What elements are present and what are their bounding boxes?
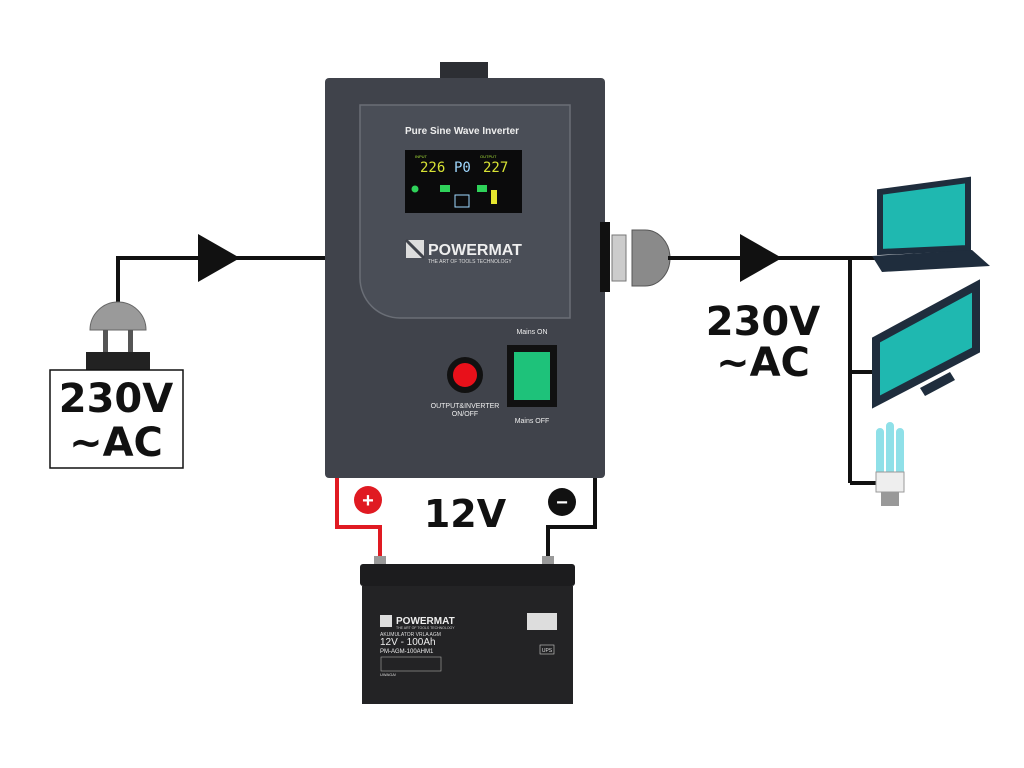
svg-text:−: − (556, 492, 568, 514)
input-plug-icon (86, 301, 150, 370)
inverter-title: Pure Sine Wave Inverter (405, 126, 519, 137)
powermat-logo: POWERMAT THE ART OF TOOLS TECHNOLOGY (404, 238, 522, 265)
output-voltage: 230V (706, 299, 820, 345)
negative-wire (546, 478, 597, 562)
positive-wire (335, 478, 382, 562)
negative-terminal-icon (548, 488, 576, 516)
battery: POWERMAT THE ART OF TOOLS TECHNOLOGY AKU… (360, 556, 575, 704)
svg-text:POWERMAT: POWERMAT (396, 616, 455, 627)
laptop-icon (872, 176, 990, 272)
power-button-label: OUTPUT&INVERTER (431, 403, 500, 410)
lcd-mode: P0 (454, 160, 471, 176)
output-inverter-power-button[interactable] (447, 357, 483, 393)
svg-text:PM-AGM-100AHM1: PM-AGM-100AHM1 (380, 649, 434, 655)
svg-text:12V - 100Ah: 12V - 100Ah (380, 637, 436, 648)
lcd-input-value: 226 (420, 160, 445, 176)
battery-voltage: 12V (424, 492, 507, 536)
svg-text:THE ART OF TOOLS TECHNOLOGY: THE ART OF TOOLS TECHNOLOGY (428, 259, 512, 265)
output-plug-icon (611, 229, 671, 287)
lcd-input-label: INPUT (415, 154, 428, 159)
input-wire (116, 256, 325, 305)
cfl-bulb-icon (875, 422, 905, 506)
power-button-label-2: ON/OFF (452, 411, 478, 418)
lcd-output-label: OUTPUT (480, 154, 497, 159)
monitor-icon (872, 279, 980, 409)
svg-text:+: + (362, 490, 374, 512)
mains-on-label: Mains ON (516, 329, 547, 336)
output-arrow-icon (740, 234, 782, 282)
lcd-output-value: 227 (483, 160, 508, 176)
svg-text:UWAGA!: UWAGA! (380, 672, 396, 677)
positive-terminal-icon (354, 486, 382, 514)
svg-text:AKUMULATOR VRLA AGM: AKUMULATOR VRLA AGM (380, 632, 441, 638)
svg-text:THE ART OF TOOLS TECHNOLOGY: THE ART OF TOOLS TECHNOLOGY (396, 626, 455, 630)
lcd-display (405, 150, 522, 213)
svg-text:POWERMAT: POWERMAT (428, 242, 522, 259)
input-arrow-icon (198, 234, 240, 282)
input-source-box (49, 369, 184, 469)
input-type: ~AC (69, 420, 163, 466)
mains-off-label: Mains OFF (515, 418, 550, 425)
output-type: ~AC (716, 340, 810, 386)
svg-text:UPS: UPS (542, 648, 553, 654)
inverter: Pure Sine Wave Inverter INPUT 226 P0 OUT… (325, 62, 610, 478)
input-voltage: 230V (59, 376, 173, 422)
